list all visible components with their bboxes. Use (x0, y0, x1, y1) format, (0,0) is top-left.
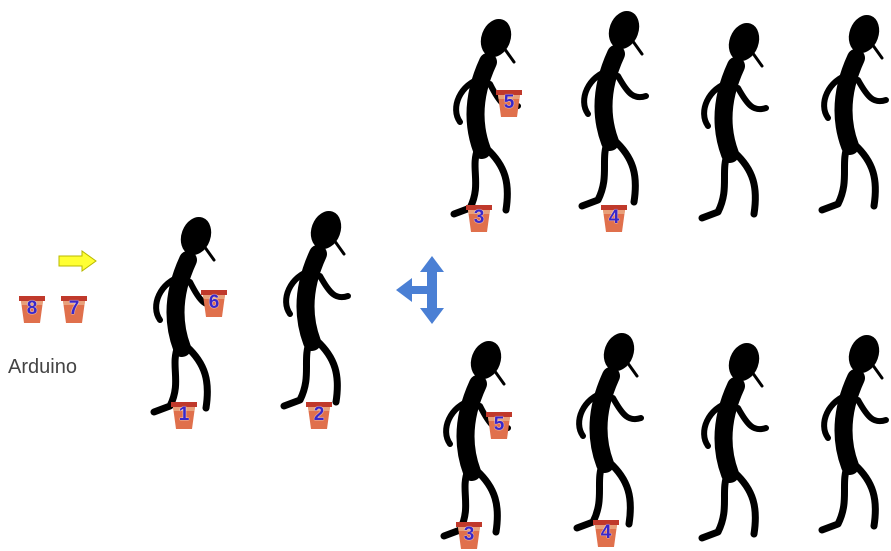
bucket-number: 3 (465, 207, 493, 229)
right-arrow-icon (58, 250, 98, 272)
bucket-3: 3 (465, 203, 493, 233)
stick-figure-empty (555, 332, 675, 532)
arduino-label: Arduino (8, 356, 77, 379)
stick-figure-holding (430, 18, 550, 218)
stick-figure-holding (420, 340, 540, 540)
stick-figure-empty (680, 22, 800, 222)
bucket-number: 2 (305, 404, 333, 426)
bucket-number: 7 (60, 298, 88, 320)
bucket-3: 3 (455, 520, 483, 550)
bucket-number: 5 (485, 414, 513, 436)
bucket-5: 5 (485, 410, 513, 440)
stick-figure-empty (680, 342, 800, 542)
stick-figure-empty (262, 210, 382, 410)
stick-figure-holding (130, 216, 250, 416)
bucket-number: 3 (455, 524, 483, 546)
bucket-7: 7 (60, 294, 88, 324)
bucket-number: 8 (18, 298, 46, 320)
stick-figure-empty (800, 334, 891, 534)
split-arrow-icon (394, 254, 458, 326)
bucket-number: 4 (592, 522, 620, 544)
bucket-number: 6 (200, 292, 228, 314)
bucket-number: 1 (170, 404, 198, 426)
bucket-5: 5 (495, 88, 523, 118)
bucket-2: 2 (305, 400, 333, 430)
bucket-number: 4 (600, 207, 628, 229)
bucket-4: 4 (600, 203, 628, 233)
bucket-8: 8 (18, 294, 46, 324)
bucket-number: 5 (495, 92, 523, 114)
bucket-1: 1 (170, 400, 198, 430)
stick-figure-empty (800, 14, 891, 214)
bucket-4: 4 (592, 518, 620, 548)
bucket-6: 6 (200, 288, 228, 318)
stick-figure-empty (560, 10, 680, 210)
